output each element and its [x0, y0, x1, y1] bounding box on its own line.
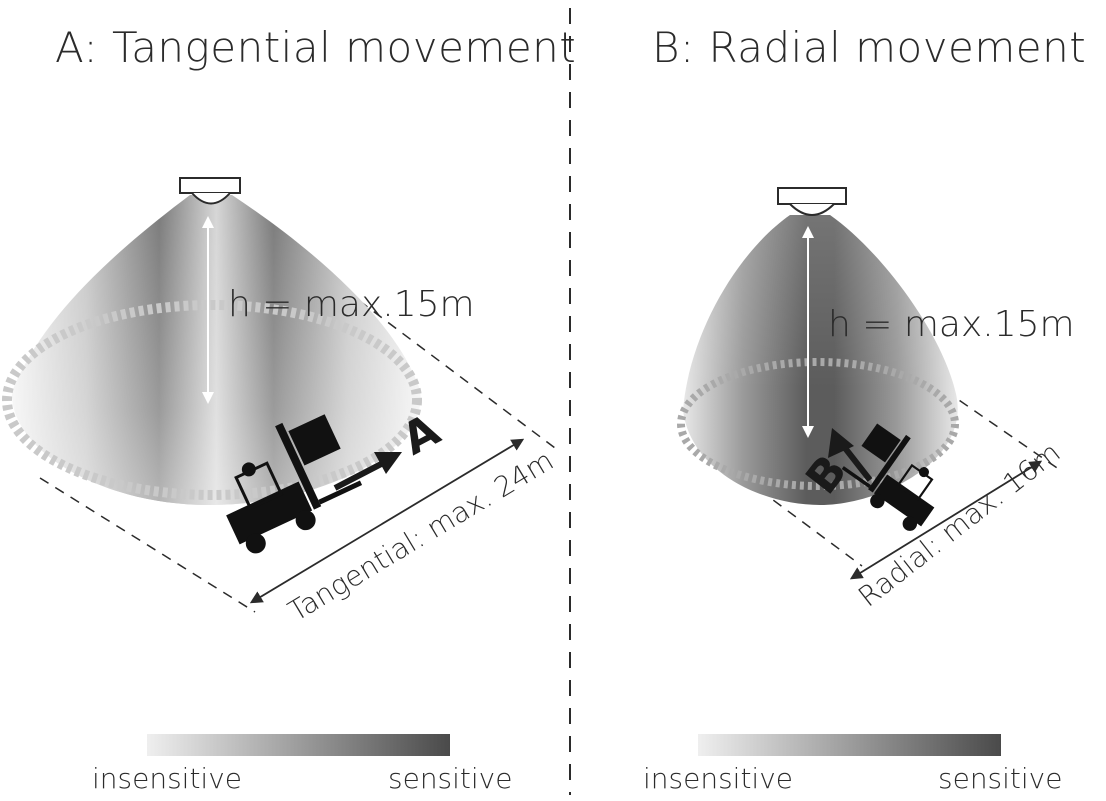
panel-a-scale-bar	[147, 734, 450, 756]
panel-a-title: A: Tangential movement	[55, 23, 576, 72]
panel-a-scale-low: insensitive	[92, 762, 242, 795]
panel-b: B: Radial movement h = max.15m B	[643, 23, 1086, 795]
panel-a-scale-high: sensitive	[388, 762, 512, 795]
panel-b-floor-ring	[677, 358, 959, 490]
panel-a-boundary-left	[39, 477, 256, 613]
panel-a-boundary-right	[344, 289, 556, 449]
panel-b-range-line	[849, 460, 1043, 580]
panel-b-scale-high: sensitive	[938, 762, 1062, 795]
panel-b-scale-low: insensitive	[643, 762, 793, 795]
panel-a-range-line	[249, 438, 525, 604]
panel-b-height-label: h = max.15m	[828, 304, 1075, 345]
panel-b-title: B: Radial movement	[652, 23, 1086, 72]
panel-b-scale-bar	[698, 734, 1001, 756]
panel-a-height-label: h = max.15m	[228, 284, 475, 325]
ceiling-sensor-icon	[777, 187, 847, 216]
panel-a: A: Tangential movement h = max.15m A	[2, 23, 576, 795]
ceiling-sensor-icon	[179, 177, 241, 205]
